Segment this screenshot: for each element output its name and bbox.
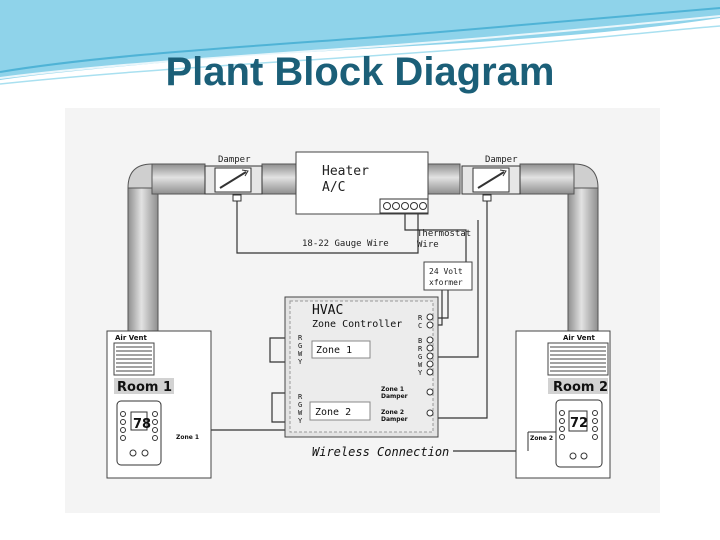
heater-terminal-strip	[379, 198, 429, 214]
zone2-label: Zone 2	[315, 407, 351, 418]
svg-text:Y: Y	[298, 358, 303, 366]
damper-right-label: Damper	[485, 155, 518, 165]
zone2-terminal-labels: R G W Y	[298, 393, 303, 425]
ac-label: A/C	[322, 180, 345, 195]
thermostat-wire-label-2: Wire	[417, 240, 439, 250]
damper-terminals	[426, 388, 434, 417]
heater-label: Heater	[322, 164, 369, 179]
svg-text:R: R	[298, 393, 303, 401]
wireless-connection-label: Wireless Connection	[312, 445, 449, 459]
svg-text:G: G	[418, 353, 422, 361]
slide-banner	[0, 0, 720, 85]
zone1-terminal-labels: R G W Y	[298, 334, 303, 366]
svg-text:R: R	[418, 314, 423, 322]
svg-text:G: G	[298, 342, 302, 350]
damper-left-label: Damper	[218, 155, 251, 165]
thermostat1-temp: 78	[133, 417, 151, 432]
transformer-box	[423, 261, 473, 291]
duct-right	[519, 163, 599, 334]
hvac-subtitle: Zone Controller	[312, 319, 402, 330]
svg-text:W: W	[418, 361, 423, 369]
zone2-damper-label-1: Zone 2	[381, 409, 404, 416]
svg-text:W: W	[298, 409, 303, 417]
room2-panel	[515, 330, 611, 479]
thermostat2-temp: 72	[570, 416, 588, 431]
svg-text:C: C	[418, 322, 422, 330]
svg-text:B: B	[418, 337, 422, 345]
xformer-label-2: xformer	[429, 278, 463, 287]
svg-text:R: R	[418, 345, 423, 353]
room2-zone-tag: Zone 2	[530, 435, 553, 442]
duct-left	[127, 163, 206, 334]
power-terminals: R C	[418, 313, 434, 330]
zone1-label: Zone 1	[316, 345, 352, 356]
room1-panel	[106, 330, 212, 479]
zone2-damper-label-2: Damper	[381, 416, 408, 423]
zone1-box	[311, 340, 371, 359]
thermostat-wire-label-1: Thermostat	[417, 229, 471, 239]
svg-text:W: W	[298, 350, 303, 358]
svg-text:R: R	[298, 334, 303, 342]
gauge-wire-label: 18-22 Gauge Wire	[302, 239, 389, 249]
zone2-box	[309, 401, 371, 421]
zone1-damper-label-1: Zone 1	[381, 386, 404, 393]
air-vent-right-label: Air Vent	[563, 334, 595, 342]
damper-left	[204, 165, 263, 202]
svg-text:G: G	[298, 401, 302, 409]
hvac-title: HVAC	[312, 303, 343, 318]
room2-label: Room 2	[553, 380, 608, 395]
room2-zone-wire	[527, 431, 556, 451]
room1-zone-tag: Zone 1	[176, 434, 199, 441]
thermostat-terminals: B R G W Y	[418, 336, 434, 377]
zone1-damper-label-2: Damper	[381, 393, 408, 400]
room1-label: Room 1	[117, 380, 172, 395]
slide-title: Plant Block Diagram	[165, 50, 555, 94]
svg-text:Y: Y	[418, 369, 423, 377]
damper-right	[461, 165, 521, 202]
xformer-label-1: 24 Volt	[429, 267, 463, 276]
air-vent-left-label: Air Vent	[115, 334, 147, 342]
svg-text:Y: Y	[298, 417, 303, 425]
